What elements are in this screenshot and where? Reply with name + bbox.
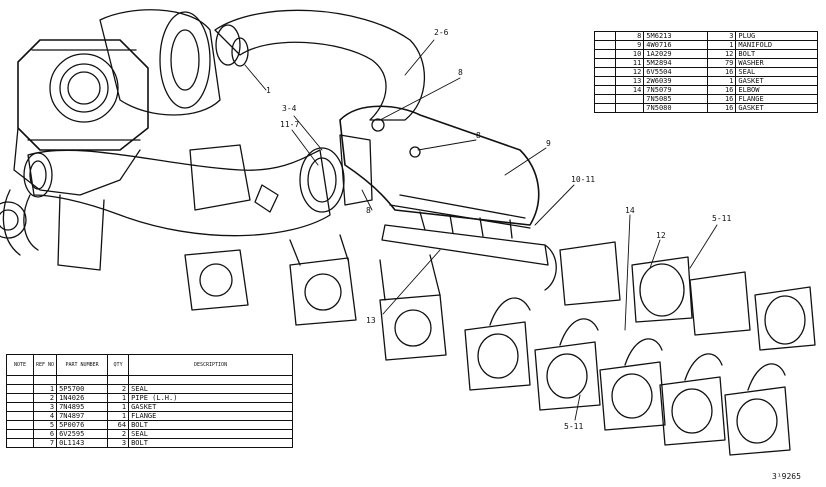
illustration-code: 3¹9265 [772, 472, 801, 481]
riser-flanges-upper [184, 144, 447, 361]
callout-8c: 8 [366, 206, 371, 215]
callout-11-7: 11-7 [280, 120, 300, 129]
callout-14: 14 [625, 206, 635, 215]
callout-3-4: 3-4 [282, 104, 297, 113]
callout-8b: 8 [476, 131, 481, 140]
upper-pipe [214, 9, 426, 121]
callout-5-11b: 5-11 [564, 422, 584, 431]
callout-10-11: 10-11 [571, 175, 596, 184]
table-row [6, 375, 293, 385]
parts-table-left: NOTE REF NO PART NUMBER QTY DESCRIPTION … [6, 354, 293, 448]
manifold-body [339, 105, 549, 266]
callout-8a: 8 [458, 68, 463, 77]
elbow-flanges-row [464, 297, 791, 456]
lower-pipe [23, 147, 345, 237]
turbocharger-housing [0, 9, 221, 271]
callout-5-11a: 5-11 [712, 214, 732, 223]
callout-12: 12 [656, 231, 666, 240]
table-header-row: NOTE REF NO PART NUMBER QTY DESCRIPTION [6, 354, 293, 376]
callout-13: 13 [366, 316, 376, 325]
callout-2-6: 2-6 [434, 28, 449, 37]
elbow-gaskets-upper [544, 241, 816, 351]
callout-9: 9 [546, 139, 551, 148]
callout-1: 1 [266, 86, 271, 95]
callout-leaders [244, 39, 718, 421]
